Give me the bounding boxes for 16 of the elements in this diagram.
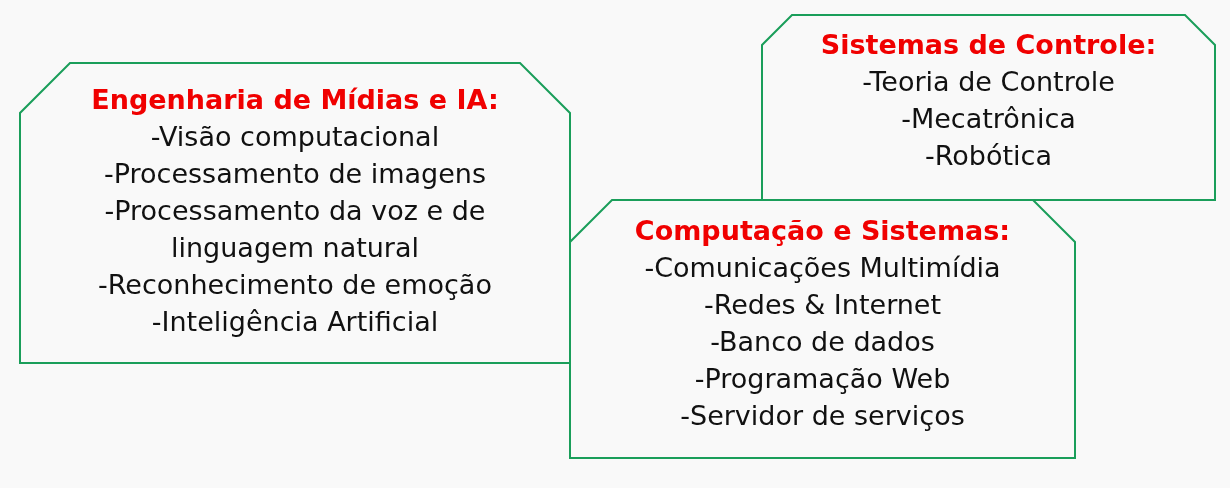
list-item: -Programação Web [693,362,952,396]
list-item: -Servidor de serviços [679,399,966,433]
panel-heading: Engenharia de Mídias e IA: [90,83,500,117]
list-item: -Teoria de Controle [861,65,1116,99]
list-item: -Processamento da voz e de linguagem natural [103,194,487,265]
list-item: -Reconhecimento de emoção [97,268,493,302]
list-item: -Comunicações Multimídia [643,251,1002,285]
list-item: -Visão computacional [149,120,441,154]
list-item: -Processamento de imagens [102,157,487,191]
list-item: -Banco de dados [709,325,936,359]
list-item: -Inteligência Artificial [150,305,440,339]
list-item: -Redes & Internet [702,288,943,322]
list-item: -Robótica [924,139,1053,173]
panel-heading: Computação e Sistemas: [633,214,1012,248]
list-item: -Mecatrônica [900,102,1077,136]
panel-heading: Sistemas de Controle: [819,28,1158,62]
